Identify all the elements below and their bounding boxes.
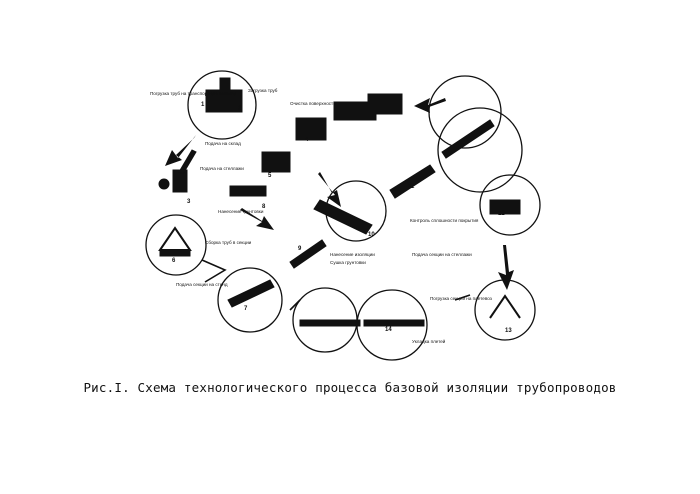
building-icon xyxy=(295,117,327,141)
machine-icon xyxy=(489,199,521,215)
stage-label: Сушка грунтовки xyxy=(330,260,366,265)
stage-number: 2 xyxy=(238,106,242,112)
stage-number: 3 xyxy=(187,199,191,205)
stage-number: 4 xyxy=(305,137,309,143)
flow-arrow xyxy=(414,98,446,113)
crane-icon xyxy=(158,178,170,190)
stage-number: 11 xyxy=(408,184,415,190)
flow-arrow xyxy=(165,135,196,166)
stage-label: Погрузка труб на транспортную тележку xyxy=(150,91,237,96)
stage-number: 13 xyxy=(505,328,512,334)
flow-arrow xyxy=(498,245,514,290)
pipe-section-icon xyxy=(227,279,275,308)
stage-number: 7 xyxy=(244,306,248,312)
stage-label: Нанесение изоляции xyxy=(330,252,375,257)
stage-vignette xyxy=(145,214,207,276)
stage-label: Подача на склад xyxy=(205,141,241,146)
stage-vignette xyxy=(437,107,523,193)
rig-icon xyxy=(158,226,192,251)
stage-number: 14 xyxy=(385,327,392,333)
pipe-stack-icon xyxy=(229,185,267,197)
stage-number: 12 xyxy=(498,211,505,217)
building-icon xyxy=(261,151,291,173)
stage-number: 9 xyxy=(298,246,302,252)
figure-caption: Рис.I. Схема технологического процесса б… xyxy=(83,380,617,395)
flow-arrow xyxy=(240,208,274,230)
stage-label: Очистка поверхности xyxy=(290,101,336,106)
truck-icon xyxy=(299,319,361,327)
flow-arrow xyxy=(318,172,341,207)
stage-label: Подача на стеллажи xyxy=(200,166,244,171)
stage-label: Нанесение грунтовки xyxy=(218,209,264,214)
stage-number: 1 xyxy=(201,102,205,108)
stage-label: Сборка труб в секции xyxy=(205,240,252,245)
flow-arrow xyxy=(454,294,471,301)
stage-label: Подача секции на стеллажи xyxy=(412,252,472,257)
stage-vignette xyxy=(187,70,257,140)
crane-icon xyxy=(178,149,197,175)
stage-label: Загрузка труб xyxy=(248,88,278,93)
flow-arrow xyxy=(289,299,301,311)
pipe-section-icon xyxy=(289,239,327,269)
pipe-section-icon xyxy=(313,199,373,235)
stage-label: Укладка плетей xyxy=(412,338,446,344)
stage-number: 8 xyxy=(262,204,266,210)
stage-number: 10 xyxy=(368,232,375,238)
stage-label: Погрузка секций на плетевоз xyxy=(430,295,492,301)
stage-vignette xyxy=(217,267,283,333)
stage-label: Подача секции на стенд xyxy=(176,282,228,287)
pipe-section-icon xyxy=(389,164,436,199)
stage-number: 6 xyxy=(172,258,176,264)
pipe-section-icon xyxy=(441,119,495,159)
stage-label: Контроль сплошности покрытия xyxy=(410,218,479,223)
crane-icon xyxy=(172,169,188,193)
equipment-icon xyxy=(219,77,231,93)
flow-arrow xyxy=(201,259,227,283)
machine-icon xyxy=(367,93,403,115)
stage-number: 5 xyxy=(268,173,272,179)
rig-icon xyxy=(159,249,191,257)
stage-vignette xyxy=(479,174,541,236)
truck-icon xyxy=(363,319,425,327)
tripod-icon xyxy=(489,294,521,319)
